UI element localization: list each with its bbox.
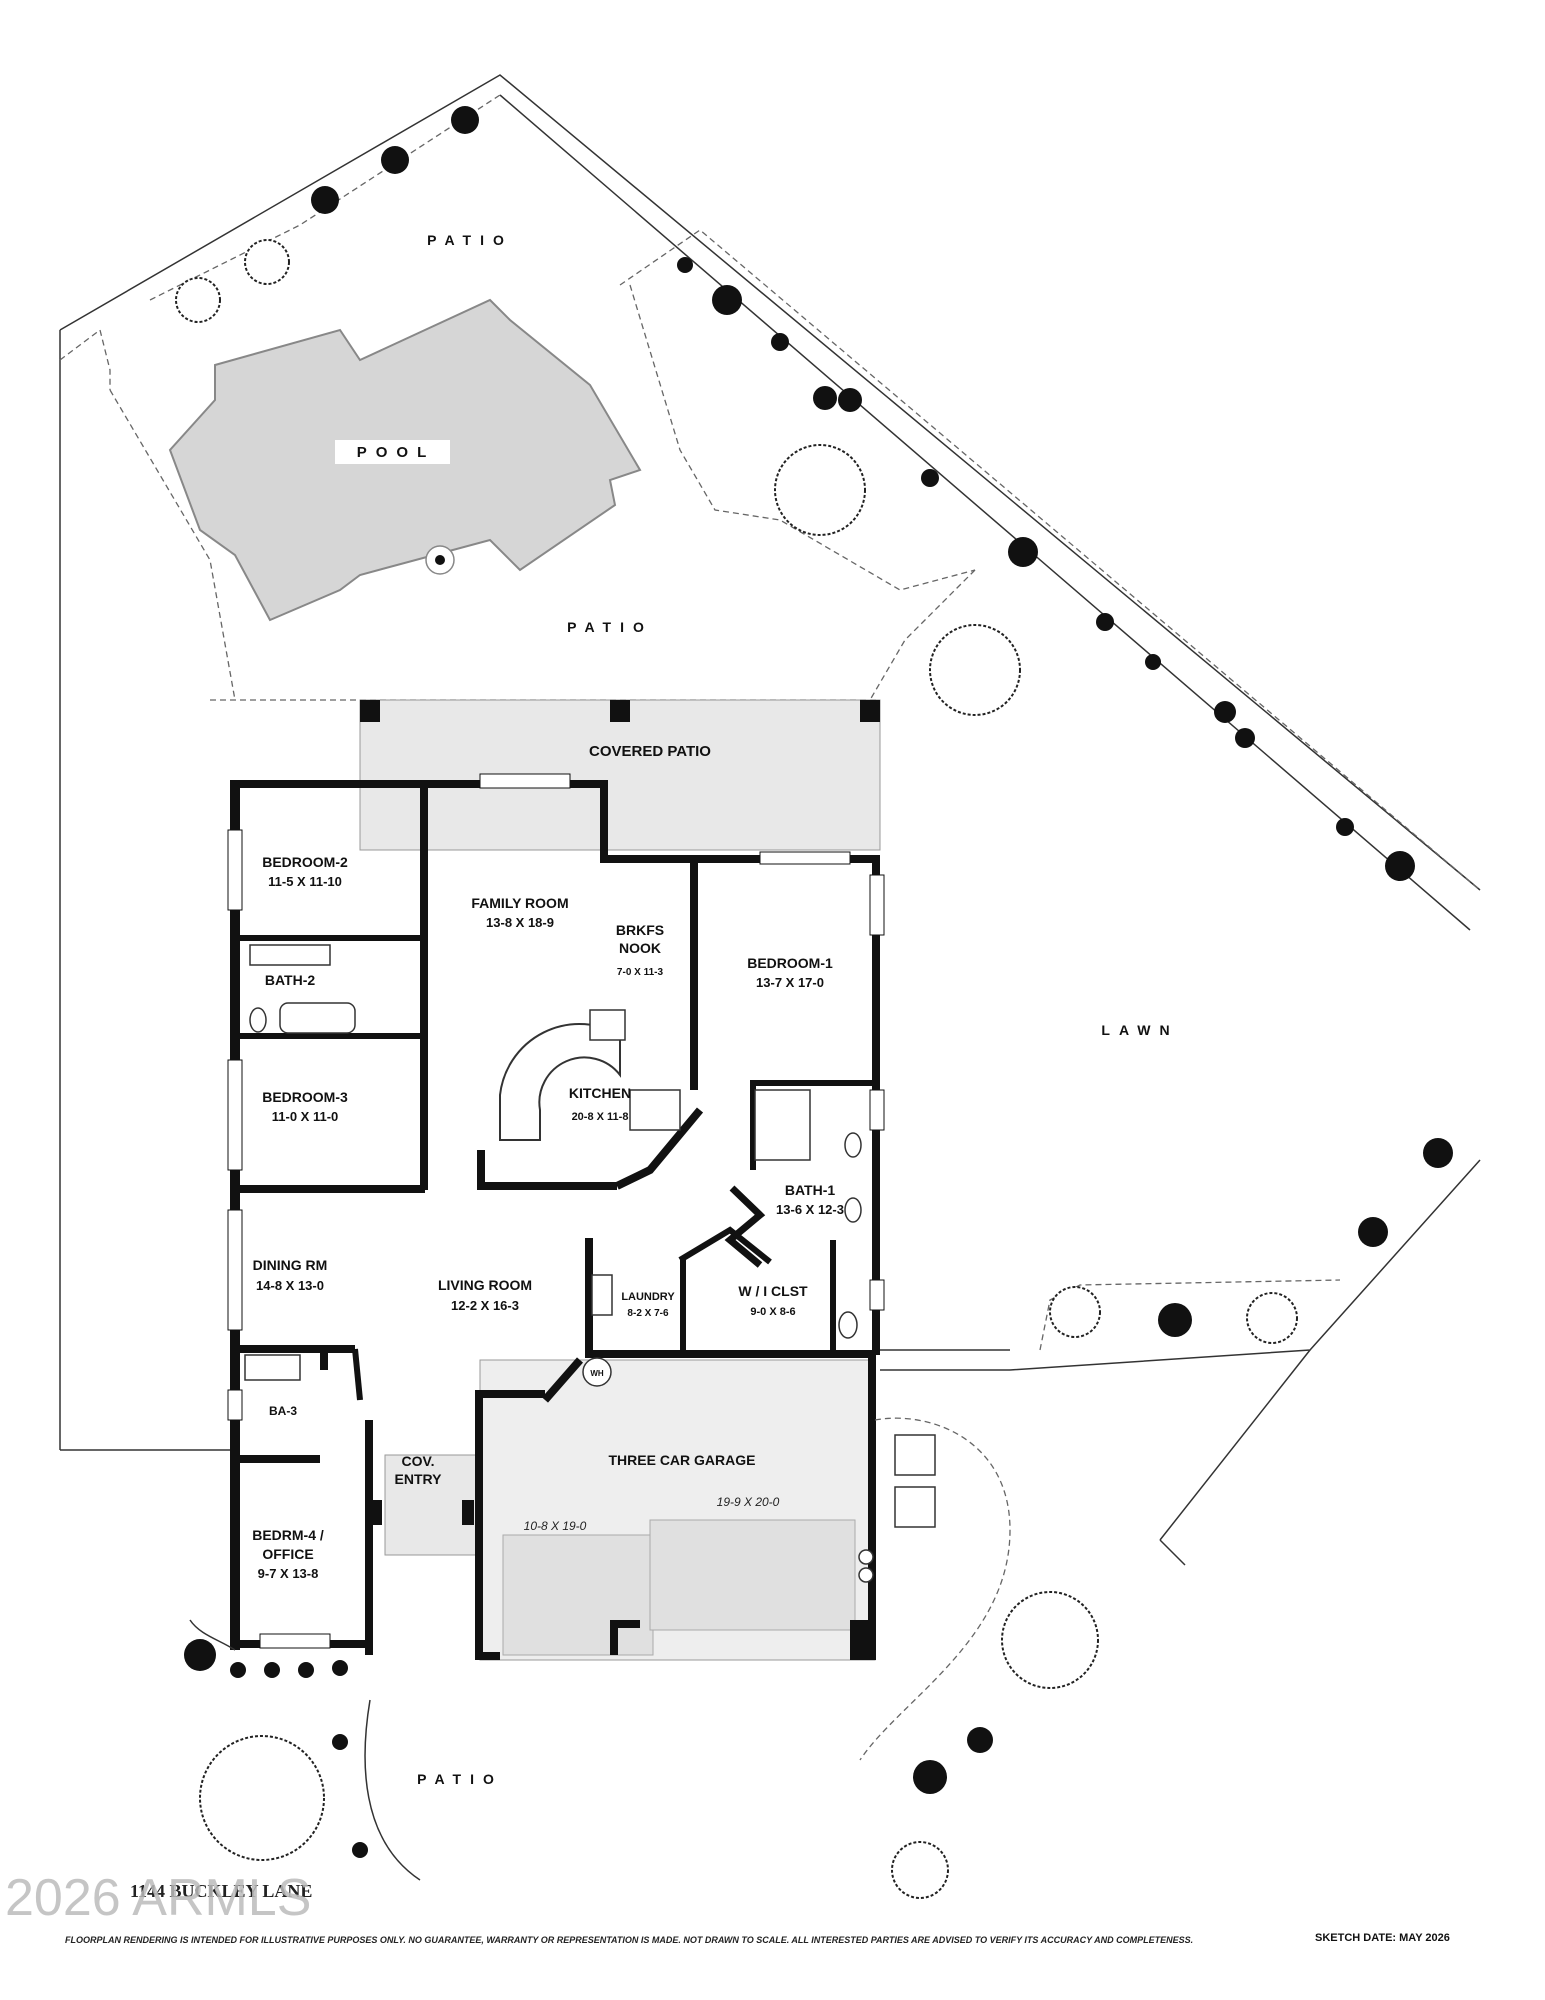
bedroom3-name: BEDROOM-3 xyxy=(262,1089,348,1105)
patio-bottom-label: PATIO xyxy=(417,1771,503,1787)
family-size: 13-8 X 18-9 xyxy=(486,915,554,930)
bedroom2-name: BEDROOM-2 xyxy=(262,854,348,870)
nook-size: 7-0 X 11-3 xyxy=(617,967,664,978)
garage-size-1: 19-9 X 20-0 xyxy=(717,1495,780,1509)
living-name: LIVING ROOM xyxy=(438,1277,532,1293)
wic-size: 9-0 X 8-6 xyxy=(750,1306,795,1318)
outdoor-labels: PATIO POOL PATIO LAWN PATIO COVERED PATI… xyxy=(335,232,1178,1787)
nook-name-2: NOOK xyxy=(619,940,661,956)
fixtures xyxy=(244,944,936,1583)
garage-size-2: 10-8 X 19-0 xyxy=(524,1519,587,1533)
windows xyxy=(227,773,885,1649)
wh-label: WH xyxy=(590,1369,604,1378)
ba3-name: BA-3 xyxy=(269,1404,297,1418)
covered-patio-area xyxy=(359,699,881,851)
bath1-size: 13-6 X 12-3 xyxy=(776,1202,844,1217)
property-lines xyxy=(59,74,1481,1566)
patio-mid-label: PATIO xyxy=(567,619,653,635)
kitchen-size: 20-8 X 11-8 xyxy=(572,1111,629,1123)
kitchen-name: KITCHEN xyxy=(569,1085,631,1101)
covered-patio-label: COVERED PATIO xyxy=(589,743,711,760)
nook-name-1: BRKFS xyxy=(616,922,664,938)
dining-size: 14-8 X 13-0 xyxy=(256,1278,324,1293)
disclaimer-text: FLOORPLAN RENDERING IS INTENDED FOR ILLU… xyxy=(65,1935,1193,1945)
dining-name: DINING RM xyxy=(253,1257,328,1273)
copyright-watermark: 2026 ARMLS xyxy=(5,1869,311,1927)
patio-top-label: PATIO xyxy=(427,232,513,248)
family-name: FAMILY ROOM xyxy=(471,895,568,911)
footer: 1144 BUCKLEY LANE 2026 ARMLS FLOORPLAN R… xyxy=(5,1869,1450,1945)
address-text: 1144 BUCKLEY LANE xyxy=(130,1881,312,1901)
bath2-name: BATH-2 xyxy=(265,972,316,988)
bedroom3-size: 11-0 X 11-0 xyxy=(272,1109,339,1124)
pool-label: POOL xyxy=(357,444,436,461)
wic-name: W / I CLST xyxy=(738,1283,808,1299)
bedroom4-name-2: OFFICE xyxy=(262,1546,313,1562)
bedroom2-size: 11-5 X 11-10 xyxy=(268,874,342,889)
room-labels: BEDROOM-2 11-5 X 11-10 FAMILY ROOM 13-8 … xyxy=(252,854,844,1581)
landscaping xyxy=(175,106,1453,1899)
garage-name: THREE CAR GARAGE xyxy=(608,1452,755,1468)
walkways xyxy=(189,1417,1011,1881)
bedroom4-size: 9-7 X 13-8 xyxy=(258,1566,319,1581)
laundry-size: 8-2 X 7-6 xyxy=(627,1308,669,1319)
bedroom1-name: BEDROOM-1 xyxy=(747,955,833,971)
sketch-date: SKETCH DATE: MAY 2026 xyxy=(1315,1932,1450,1944)
bedroom4-name-1: BEDRM-4 / xyxy=(252,1527,324,1543)
coventry-name-1: COV. xyxy=(402,1453,435,1469)
coventry-name-2: ENTRY xyxy=(395,1471,443,1487)
bedroom1-size: 13-7 X 17-0 xyxy=(756,975,824,990)
bath1-name: BATH-1 xyxy=(785,1182,836,1198)
lawn-label: LAWN xyxy=(1101,1022,1178,1038)
living-size: 12-2 X 16-3 xyxy=(451,1298,519,1313)
laundry-name: LAUNDRY xyxy=(621,1291,675,1303)
